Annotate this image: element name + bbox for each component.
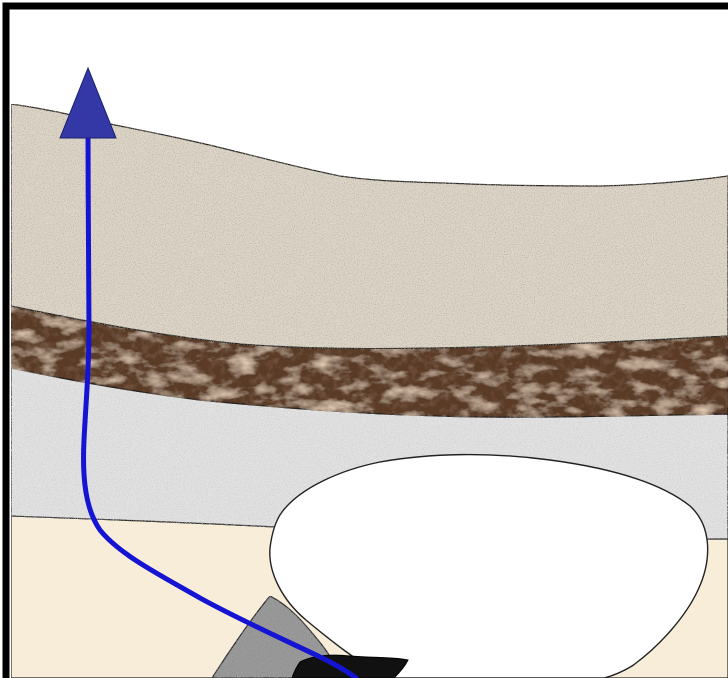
geological-cross-section-diagram <box>0 0 728 678</box>
